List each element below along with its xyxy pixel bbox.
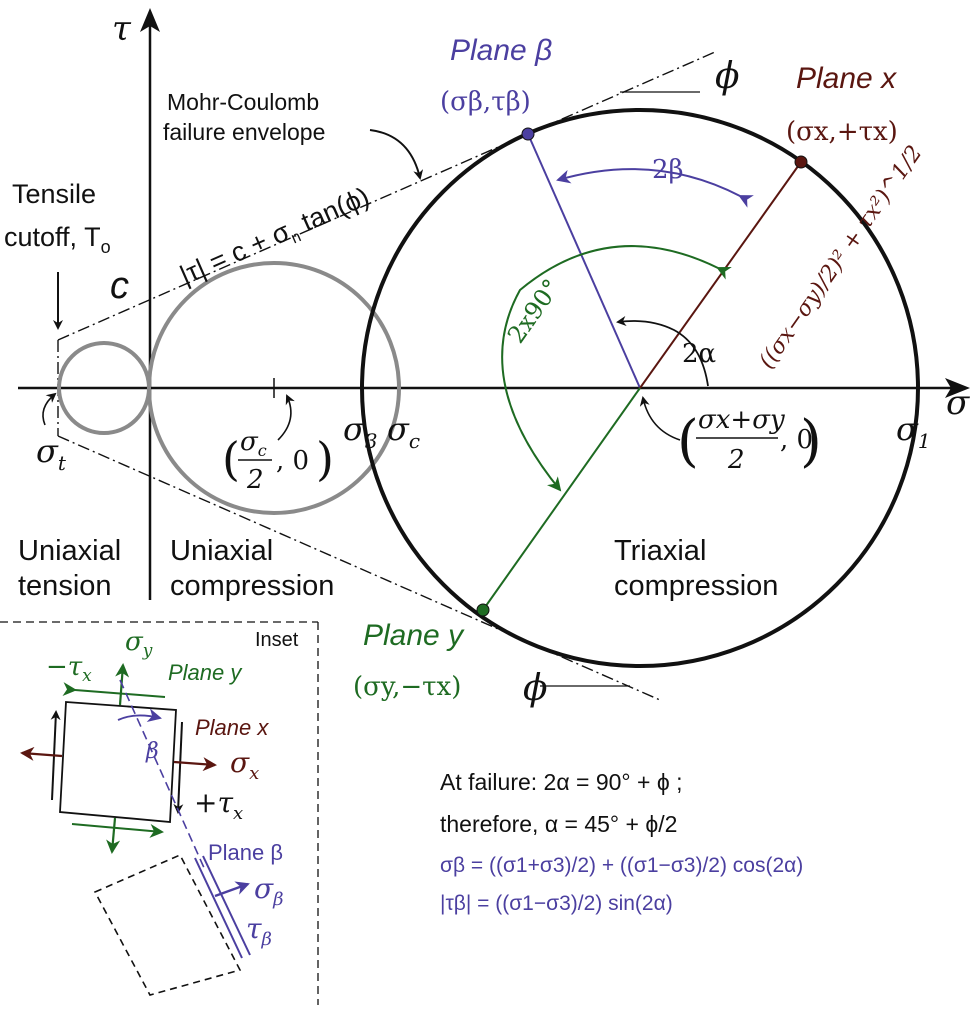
tensile-line1: Tensile — [12, 179, 96, 209]
triaxial-label-1: Triaxial — [614, 535, 706, 567]
inset-plus-tau-x: +τx — [194, 786, 243, 824]
uniaxial-compression-label-1: Uniaxial — [170, 535, 273, 567]
two-x-90-arc — [501, 245, 732, 492]
sigma3-label: σ3 — [343, 410, 378, 453]
uniaxial-pointer — [277, 394, 295, 441]
inset-title: Inset — [255, 629, 299, 651]
triaxial-center-coord: ( σx+σy 2 , 0 ) — [677, 405, 822, 475]
sigma-t-pointer — [42, 392, 57, 426]
inset-plane-x: Plane x — [195, 715, 269, 740]
sigma-axis-arrowhead — [945, 378, 970, 398]
two-alpha-arc — [616, 316, 709, 387]
sigma1-label: σ1 — [896, 410, 931, 453]
inset-plane-y: Plane y — [168, 660, 243, 685]
two-alpha-label: 2α — [682, 339, 716, 369]
envelope-title-line2: failure envelope — [163, 119, 325, 145]
tensile-line2: cutoff, To — [4, 222, 111, 257]
svg-text:, 0: , 0 — [780, 425, 813, 455]
tau-axis-arrowhead — [140, 8, 160, 32]
two-beta-label: 2β — [652, 155, 684, 185]
inset-plane-beta-trace — [119, 679, 206, 871]
svg-text:2: 2 — [727, 445, 745, 475]
axes: τ σ — [18, 8, 970, 600]
plane-x-point — [794, 155, 808, 169]
rotated-element — [93, 853, 242, 996]
phi-upper-label: ϕ — [715, 56, 740, 97]
inset-minus-tau-x: −τx — [46, 652, 92, 686]
uniaxial-tension-label-1: Uniaxial — [18, 535, 121, 567]
uniaxial-compression-label-2: compression — [170, 570, 334, 602]
failure-line4: |τβ| = ((σ1−σ3)/2) sin(2α) — [440, 892, 673, 915]
plane-y-coord: (σy,−τx) — [353, 672, 461, 702]
svg-text:(: ( — [222, 432, 240, 486]
inset-tau-beta: τβ — [246, 912, 272, 950]
failure-line1: At failure: 2α = 90° + ϕ ; — [440, 769, 683, 795]
triaxial-label-2: compression — [614, 570, 778, 602]
sigma-axis-label: σ — [946, 383, 970, 423]
c-label: c — [110, 265, 129, 307]
envelope-title-line1: Mohr-Coulomb — [167, 89, 319, 115]
plane-beta-title: Plane β — [450, 34, 552, 67]
triaxial-mohr-circle — [360, 108, 920, 668]
failure-line3: σβ = ((σ1+σ3)/2) + ((σ1−σ3)/2) cos(2α) — [440, 854, 803, 877]
inset-sigma-beta: σβ — [254, 872, 284, 910]
uniaxial-tension-label-2: tension — [18, 570, 112, 602]
uniaxial-compression-circle — [147, 261, 401, 515]
inset-sigma-y: σy — [125, 627, 153, 661]
center-pointer — [639, 396, 681, 441]
envelope-upper — [57, 51, 716, 341]
two-beta-arc — [556, 168, 754, 208]
phi-lower-label: ϕ — [523, 668, 548, 709]
inset-sigma-x: σx — [230, 746, 259, 784]
svg-text:, 0: , 0 — [276, 446, 309, 476]
sigmac-label: σc — [387, 410, 420, 453]
radius-label: ((σx−σy)/2)² + τx²)^1/2 — [754, 141, 927, 373]
two-x-90-label: 2x90° — [502, 274, 566, 349]
svg-text:(: ( — [677, 409, 699, 474]
svg-text:): ) — [800, 409, 822, 474]
stress-element — [59, 701, 177, 823]
plane-y-title: Plane y — [363, 619, 465, 652]
failure-line2: therefore, α = 45° + ϕ/2 — [440, 811, 677, 837]
svg-text:2: 2 — [246, 465, 264, 495]
plane-beta-radius — [527, 133, 641, 389]
inset-beta: β — [145, 739, 159, 764]
svg-text:σc: σc — [240, 427, 267, 460]
envelope-equation: |τ| = c + σn tan(ϕ) — [175, 181, 375, 294]
inset-plane-beta: Plane β — [208, 840, 283, 865]
plane-x-title: Plane x — [796, 62, 897, 95]
plane-beta-point — [521, 127, 535, 141]
tau-axis-label: τ — [112, 9, 132, 49]
plane-beta-coord: (σβ,τβ) — [440, 87, 531, 117]
uniaxial-center-coord: ( σc 2 , 0 ) — [222, 427, 334, 495]
sigma-t-label: σt — [36, 432, 67, 475]
svg-text:): ) — [316, 432, 334, 486]
plane-y-point — [476, 603, 490, 617]
svg-text:σx+σy: σx+σy — [698, 405, 785, 435]
inset-panel: Inset σy −τx Plane y Plane x β σx +τx Pl… — [0, 621, 319, 1005]
envelope-pointer — [369, 129, 424, 180]
plane-x-coord: (σx,+τx) — [786, 117, 898, 147]
